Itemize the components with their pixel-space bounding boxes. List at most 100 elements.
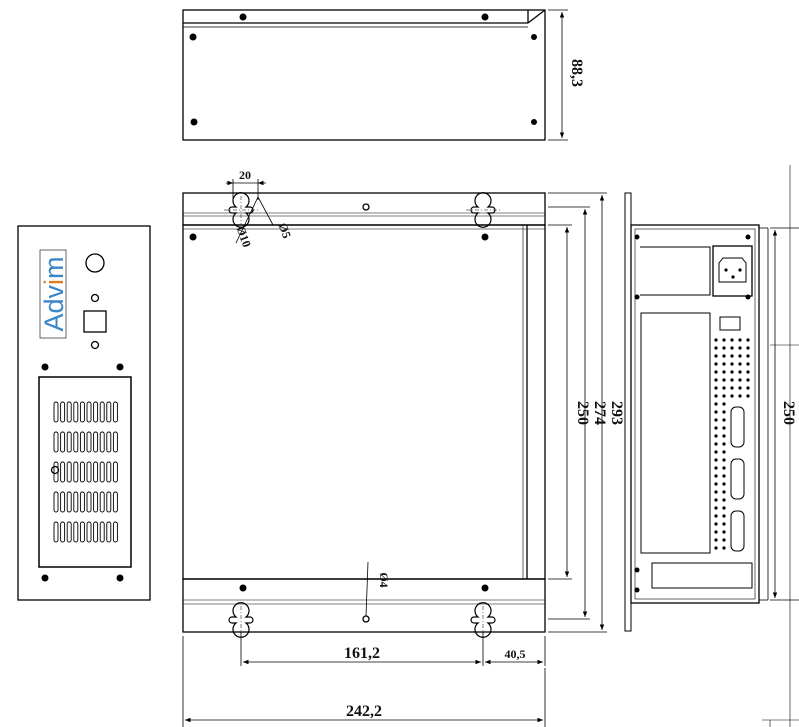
vent-dot — [746, 370, 750, 374]
vent-slot — [99, 491, 105, 513]
vent-slot — [53, 491, 59, 513]
vent-slot — [93, 461, 99, 483]
vent-dot — [714, 482, 718, 486]
vent-dot — [714, 538, 718, 542]
depth-293-label: 293 — [608, 401, 625, 425]
hole-edge-label: 40,5 — [505, 647, 526, 661]
vent-slot — [93, 401, 99, 423]
vent-slot — [106, 491, 112, 513]
vent-slot — [60, 521, 66, 543]
vent-slot — [73, 521, 79, 543]
side-dimension — [762, 165, 799, 727]
overall-width-label: 242,2 — [346, 703, 382, 720]
vent-slot — [79, 521, 85, 543]
vent-dot — [714, 362, 718, 366]
vent-slot — [106, 431, 112, 453]
vent-slot — [60, 431, 66, 453]
vent-dot — [722, 386, 726, 390]
logo-part-3: m — [39, 256, 69, 279]
vent-slot — [106, 461, 112, 483]
vent-dot — [746, 378, 750, 382]
vent-dot — [722, 506, 726, 510]
vent-dot — [714, 474, 718, 478]
vent-dot — [722, 354, 726, 358]
vent-dot — [714, 490, 718, 494]
vent-slot — [112, 431, 118, 453]
vent-dot — [722, 466, 726, 470]
hole-d10-label: Ø10 — [234, 224, 254, 249]
vent-slot — [66, 461, 72, 483]
vent-slot — [93, 431, 99, 453]
vent-slot — [60, 401, 66, 423]
vent-slot — [66, 521, 72, 543]
vent-slot — [73, 461, 79, 483]
vent-dot — [730, 378, 734, 382]
vent-slot — [79, 491, 85, 513]
vent-dot — [722, 418, 726, 422]
vent-dot — [738, 354, 742, 358]
vent-dot — [714, 378, 718, 382]
vent-slot — [66, 491, 72, 513]
vent-slot — [99, 461, 105, 483]
hole-d5-label: Ø5 — [276, 221, 294, 240]
vent-slot — [60, 461, 66, 483]
plan-view — [182, 192, 546, 638]
vent-dot — [714, 394, 718, 398]
io-vent-dots — [714, 338, 750, 550]
vent-dot — [714, 458, 718, 462]
vent-dot — [722, 426, 726, 430]
vent-slots — [53, 401, 118, 543]
vent-dot — [714, 530, 718, 534]
vent-dot — [738, 378, 742, 382]
vent-dot — [738, 362, 742, 366]
vent-slot — [73, 491, 79, 513]
vent-dot — [714, 450, 718, 454]
vent-slot — [53, 401, 59, 423]
vent-dot — [738, 346, 742, 350]
vent-dot — [722, 402, 726, 406]
vent-dot — [714, 354, 718, 358]
logo-part-1: Adv — [39, 284, 69, 331]
depth-250-label: 250 — [574, 401, 591, 425]
keyhole-slot-top-right — [466, 192, 500, 228]
vent-dot — [722, 490, 726, 494]
vent-dot — [722, 522, 726, 526]
vent-dot — [722, 338, 726, 342]
vent-dot — [722, 530, 726, 534]
side-view — [624, 192, 769, 632]
vent-dot — [714, 522, 718, 526]
vent-dot — [722, 498, 726, 502]
vent-slot — [79, 461, 85, 483]
vent-dot — [714, 426, 718, 430]
vent-dot — [730, 386, 734, 390]
vent-dot — [714, 506, 718, 510]
vent-panel — [38, 376, 132, 568]
vent-dot — [730, 370, 734, 374]
vent-dot — [738, 394, 742, 398]
vent-dot — [746, 386, 750, 390]
vent-slot — [112, 521, 118, 543]
side-250-label: 250 — [780, 401, 797, 425]
usb-port — [83, 310, 107, 333]
vent-dot — [714, 402, 718, 406]
db9-port-3 — [730, 510, 745, 552]
front-panel — [17, 225, 151, 601]
vent-dot — [714, 546, 718, 550]
vent-dot — [746, 338, 750, 342]
vent-dot — [730, 346, 734, 350]
hole-d4-leader — [365, 561, 369, 617]
vent-dot — [746, 362, 750, 366]
vent-dot — [722, 410, 726, 414]
vent-dot — [738, 370, 742, 374]
flange-offset-label: 20 — [239, 168, 251, 182]
vent-dot — [714, 514, 718, 518]
vent-slot — [112, 491, 118, 513]
vent-dot — [714, 338, 718, 342]
hole-spacing-label: 161,2 — [344, 645, 380, 662]
vent-dot — [722, 394, 726, 398]
vent-slot — [99, 401, 105, 423]
vent-dot — [730, 362, 734, 366]
vent-dot — [722, 378, 726, 382]
vent-slot — [112, 401, 118, 423]
expansion-slot — [651, 562, 753, 589]
